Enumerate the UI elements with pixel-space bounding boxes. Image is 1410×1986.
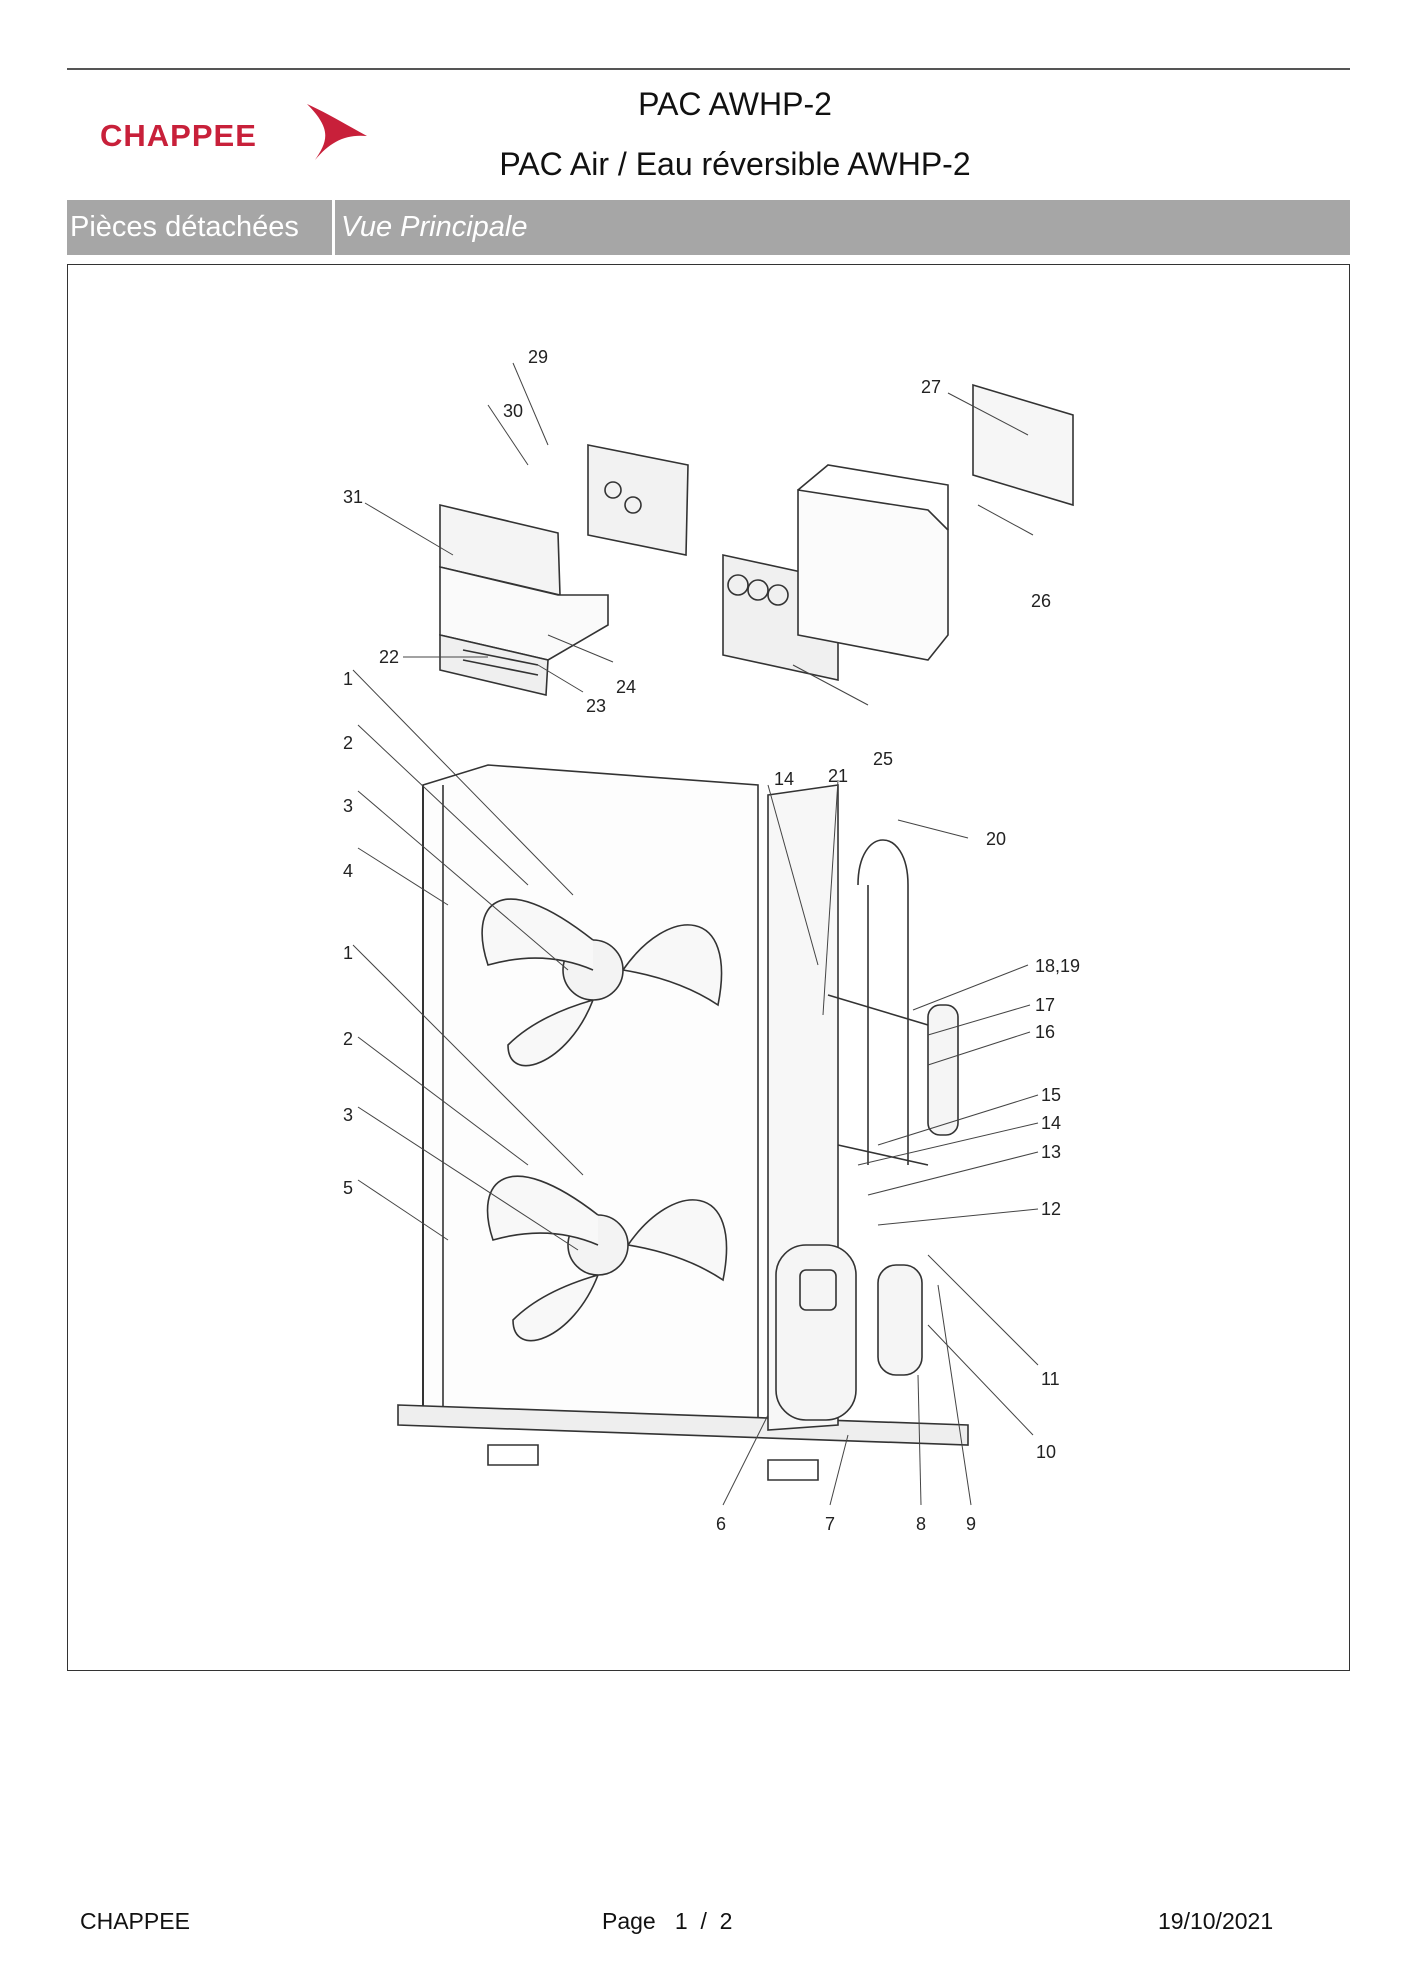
callout-label: 25 bbox=[873, 749, 893, 769]
callout-label: 27 bbox=[921, 377, 941, 397]
callout-leaders bbox=[352, 362, 1039, 1506]
footer-page-number: Page 1 / 2 bbox=[602, 1908, 733, 1934]
callout-label: 18,19 bbox=[1035, 956, 1080, 976]
callout-label: 5 bbox=[343, 1178, 353, 1198]
document-subtitle: PAC Air / Eau réversible AWHP-2 bbox=[499, 146, 971, 182]
section-bar: Pièces détachées Vue Principale bbox=[67, 200, 1350, 255]
callout-label: 26 bbox=[1031, 591, 1051, 611]
callout-label: 20 bbox=[986, 829, 1006, 849]
section-view: Vue Principale bbox=[341, 211, 528, 243]
callout-label: 17 bbox=[1035, 995, 1055, 1015]
callout-label: 14 bbox=[1041, 1113, 1061, 1133]
callout-label: 13 bbox=[1041, 1142, 1061, 1162]
callout-label: 16 bbox=[1035, 1022, 1055, 1042]
callout-label: 3 bbox=[343, 796, 353, 816]
callout-label: 24 bbox=[616, 677, 636, 697]
section-category: Pièces détachées bbox=[67, 200, 335, 255]
callout-label: 22 bbox=[379, 647, 399, 667]
document-title: PAC AWHP-2 bbox=[638, 86, 832, 122]
callout-labels: 29 30 31 27 26 22 24 23 25 1 2 3 4 14 21… bbox=[343, 347, 1080, 1534]
callout-label: 23 bbox=[586, 696, 606, 716]
footer-brand: CHAPPEE bbox=[80, 1908, 190, 1934]
callout-label: 3 bbox=[343, 1105, 353, 1125]
logo-text: CHAPPEE bbox=[100, 118, 257, 153]
diagram-linework bbox=[397, 383, 1074, 1481]
callout-label: 11 bbox=[1041, 1369, 1060, 1389]
footer-date: 19/10/2021 bbox=[1158, 1908, 1274, 1934]
exploded-view-frame: 29 30 31 27 26 22 24 23 25 1 2 3 4 14 21… bbox=[67, 264, 1350, 1671]
callout-label: 1 bbox=[343, 669, 353, 689]
callout-label: 10 bbox=[1036, 1442, 1056, 1462]
callout-label: 2 bbox=[343, 1029, 353, 1049]
callout-label: 2 bbox=[343, 733, 353, 753]
top-rule bbox=[67, 68, 1350, 70]
callout-label: 1 bbox=[343, 943, 353, 963]
callout-label: 6 bbox=[716, 1514, 726, 1534]
callout-label: 9 bbox=[966, 1514, 976, 1534]
logo-chevron-icon bbox=[307, 104, 367, 160]
callout-label: 7 bbox=[825, 1514, 835, 1534]
exploded-view-diagram: 29 30 31 27 26 22 24 23 25 1 2 3 4 14 21… bbox=[343, 347, 1080, 1534]
callout-label: 4 bbox=[343, 861, 353, 881]
callout-label: 8 bbox=[916, 1514, 926, 1534]
callout-label: 14 bbox=[774, 769, 794, 789]
callout-label: 29 bbox=[528, 347, 548, 367]
callout-label: 15 bbox=[1041, 1085, 1061, 1105]
chappee-logo: CHAPPEE bbox=[100, 100, 370, 170]
callout-label: 30 bbox=[503, 401, 523, 421]
callout-label: 31 bbox=[343, 487, 363, 507]
callout-label: 21 bbox=[828, 766, 848, 786]
callout-label: 12 bbox=[1041, 1199, 1061, 1219]
